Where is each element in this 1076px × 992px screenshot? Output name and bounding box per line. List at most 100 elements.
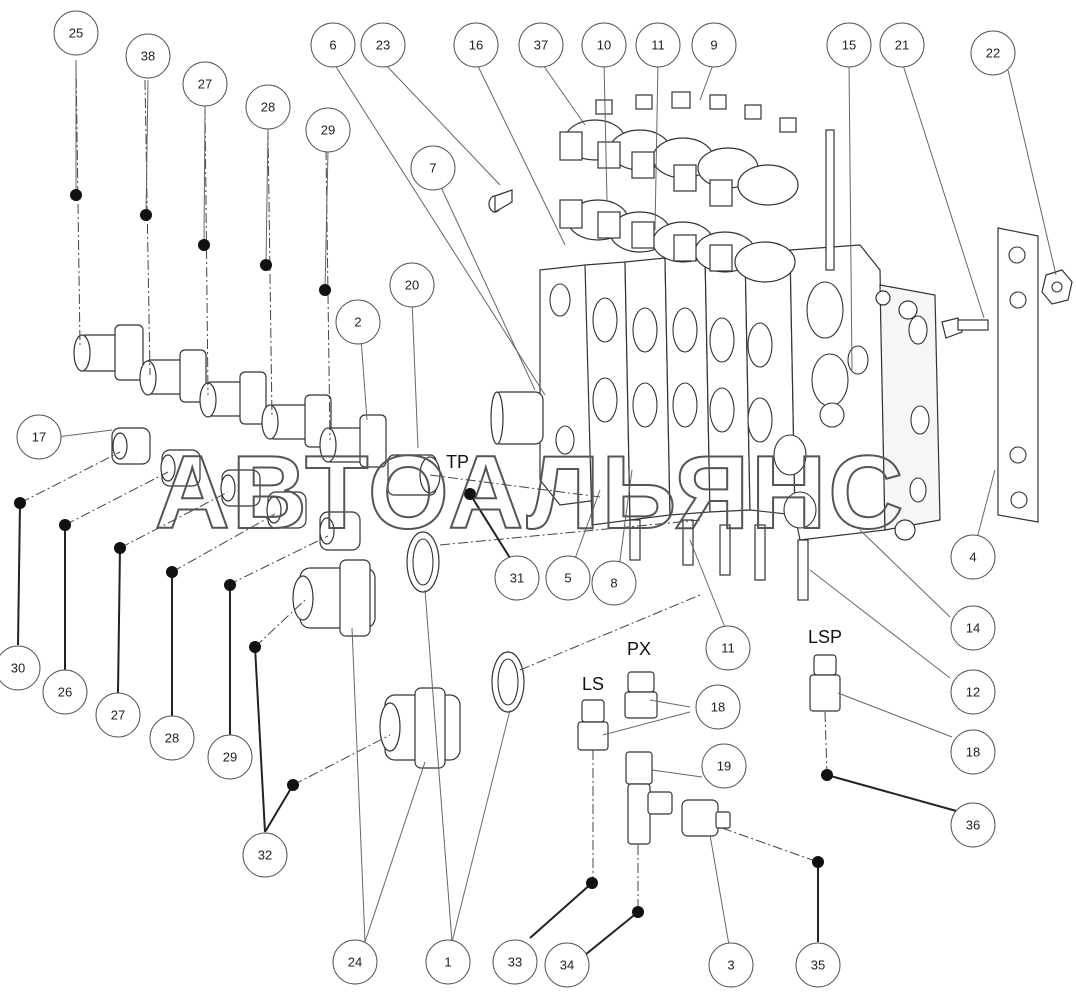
plug-fitting-38 <box>139 349 207 403</box>
px-fitting <box>624 671 658 719</box>
callout-11-bottom: 11 <box>705 625 751 671</box>
plug-fitting-28 <box>261 394 332 448</box>
plug-fitting-20 <box>387 454 441 496</box>
callout-34: 34 <box>544 942 590 988</box>
relief-valve <box>490 391 544 445</box>
callout-35: 35 <box>795 942 841 988</box>
svg-text:37: 37 <box>534 38 548 53</box>
plug-fitting-2 <box>319 414 387 468</box>
callout-12: 12 <box>950 669 996 715</box>
svg-text:25: 25 <box>69 26 83 41</box>
callout-18-mid: 18 <box>695 684 741 730</box>
screw-part-23 <box>488 189 513 214</box>
mounting-bracket <box>997 227 1039 523</box>
callout-30: 30 <box>0 645 41 691</box>
tee-fitting <box>625 751 673 845</box>
svg-text:30: 30 <box>11 661 25 676</box>
callout-17: 17 <box>16 414 62 460</box>
svg-text:9: 9 <box>710 38 717 53</box>
svg-text:28: 28 <box>261 100 275 115</box>
svg-text:27: 27 <box>198 77 212 92</box>
callout-21: 21 <box>879 22 925 68</box>
svg-text:8: 8 <box>610 576 617 591</box>
lsp-fitting <box>809 654 841 712</box>
port-label-tp: TP <box>446 452 469 472</box>
callout-6: 6 <box>310 22 356 68</box>
callout-14: 14 <box>950 605 996 651</box>
callout-22: 22 <box>970 30 1016 76</box>
callout-29-top: 29 <box>305 107 351 153</box>
svg-text:15: 15 <box>842 38 856 53</box>
large-fitting-lower <box>379 687 461 769</box>
callout-37: 37 <box>518 22 564 68</box>
svg-text:2: 2 <box>354 315 361 330</box>
callout-19: 19 <box>701 743 747 789</box>
callout-9: 9 <box>691 22 737 68</box>
seal-ring-lower <box>491 651 525 713</box>
callout-28-top: 28 <box>245 84 291 130</box>
svg-text:1: 1 <box>444 955 451 970</box>
svg-text:33: 33 <box>508 955 522 970</box>
callout-4: 4 <box>950 534 996 580</box>
svg-text:26: 26 <box>58 685 72 700</box>
svg-text:11: 11 <box>721 641 735 656</box>
callout-2: 2 <box>335 299 381 345</box>
svg-text:35: 35 <box>811 958 825 973</box>
callout-7: 7 <box>410 145 456 191</box>
callout-10: 10 <box>581 22 627 68</box>
svg-text:29: 29 <box>223 750 237 765</box>
callout-1: 1 <box>425 939 471 985</box>
svg-text:20: 20 <box>405 278 419 293</box>
svg-text:10: 10 <box>597 38 611 53</box>
adapter-26 <box>160 449 201 487</box>
callout-36: 36 <box>950 802 996 848</box>
adapter-27b <box>220 469 261 507</box>
large-fitting-upper <box>292 559 376 637</box>
callout-23: 23 <box>360 22 406 68</box>
callout-31: 31 <box>494 555 540 601</box>
svg-text:5: 5 <box>564 571 571 586</box>
callout-27-bottom: 27 <box>95 692 141 738</box>
port-label-ls: LS <box>582 674 604 694</box>
svg-text:18: 18 <box>966 745 980 760</box>
svg-text:18: 18 <box>711 700 725 715</box>
plug-fitting-27 <box>199 371 267 425</box>
leader-lines <box>56 60 1057 946</box>
port-label-lsp: LSP <box>808 627 842 647</box>
svg-text:16: 16 <box>469 38 483 53</box>
adapter-28b <box>266 491 307 529</box>
callout-38: 38 <box>125 33 171 79</box>
svg-text:32: 32 <box>258 848 272 863</box>
callout-25: 25 <box>53 10 99 56</box>
callout-15: 15 <box>826 22 872 68</box>
svg-text:14: 14 <box>966 621 980 636</box>
svg-text:36: 36 <box>966 818 980 833</box>
solenoid-stack <box>559 91 799 283</box>
svg-text:22: 22 <box>986 46 1000 61</box>
thick-connectors <box>14 189 961 956</box>
svg-text:4: 4 <box>969 550 976 565</box>
svg-text:38: 38 <box>141 49 155 64</box>
svg-text:12: 12 <box>966 685 980 700</box>
callout-33: 33 <box>492 939 538 985</box>
callout-3: 3 <box>708 942 754 988</box>
callout-11-top: 11 <box>635 22 681 68</box>
svg-text:3: 3 <box>727 958 734 973</box>
elbow-fitting <box>681 799 731 837</box>
callout-26: 26 <box>42 669 88 715</box>
svg-text:24: 24 <box>348 955 362 970</box>
svg-text:21: 21 <box>895 38 909 53</box>
callout-32: 32 <box>242 832 288 878</box>
callout-28-bottom: 28 <box>149 715 195 761</box>
svg-text:23: 23 <box>376 38 390 53</box>
watermark-text: АВТОАЛЬЯНС <box>155 435 906 551</box>
svg-text:31: 31 <box>510 571 524 586</box>
svg-text:19: 19 <box>717 759 731 774</box>
callout-18-right: 18 <box>950 729 996 775</box>
callout-27-top: 27 <box>182 61 228 107</box>
svg-text:17: 17 <box>32 430 46 445</box>
svg-text:29: 29 <box>321 123 335 138</box>
bolt-part-21 <box>941 317 989 339</box>
callout-8: 8 <box>591 560 637 606</box>
nut-part-22 <box>1041 269 1073 305</box>
